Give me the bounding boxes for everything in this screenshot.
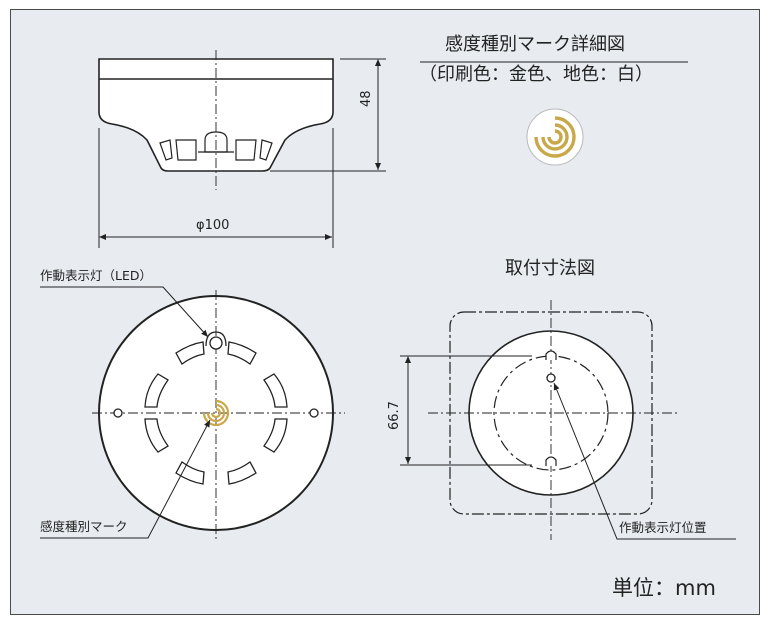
mount-hole-bottom bbox=[545, 456, 557, 466]
height-dim-label: 48 bbox=[359, 90, 374, 107]
mark-detail-subtitle: （印刷色：金色、地色：白） bbox=[419, 64, 653, 85]
unit-label: 単位：mm bbox=[612, 576, 716, 600]
led-label: 作動表示灯（LED） bbox=[40, 268, 152, 283]
led-dome bbox=[204, 131, 228, 153]
mount-hole-top bbox=[545, 350, 557, 360]
pitch-dim-label: 66.7 bbox=[387, 401, 402, 430]
led-icon bbox=[209, 336, 223, 350]
mount-view bbox=[400, 300, 736, 540]
led-leader bbox=[40, 286, 209, 338]
mount-view-title: 取付寸法図 bbox=[505, 258, 595, 279]
detector-side-body bbox=[98, 58, 334, 172]
screw-hole-left bbox=[113, 408, 123, 418]
screw-hole-right bbox=[309, 408, 319, 418]
slot-2 bbox=[175, 139, 197, 161]
sensitivity-mark-icon bbox=[534, 116, 576, 158]
mark-detail-title: 感度種別マーク詳細図 bbox=[445, 34, 625, 55]
led-housing bbox=[205, 331, 227, 347]
mark-label: 感度種別マーク bbox=[40, 519, 128, 534]
mark-leader bbox=[40, 419, 211, 539]
side-view bbox=[98, 50, 386, 248]
slot-4 bbox=[259, 139, 273, 161]
led-position-label: 作動表示灯位置 bbox=[619, 520, 707, 535]
slot-1 bbox=[159, 139, 173, 161]
led-pos-leader bbox=[553, 382, 736, 540]
vent-slots bbox=[144, 341, 288, 485]
top-view bbox=[40, 286, 345, 540]
slot-3 bbox=[235, 139, 257, 161]
diameter-dim-label: φ100 bbox=[196, 218, 230, 233]
led-position-icon bbox=[546, 373, 556, 383]
mark-detail bbox=[420, 61, 688, 166]
